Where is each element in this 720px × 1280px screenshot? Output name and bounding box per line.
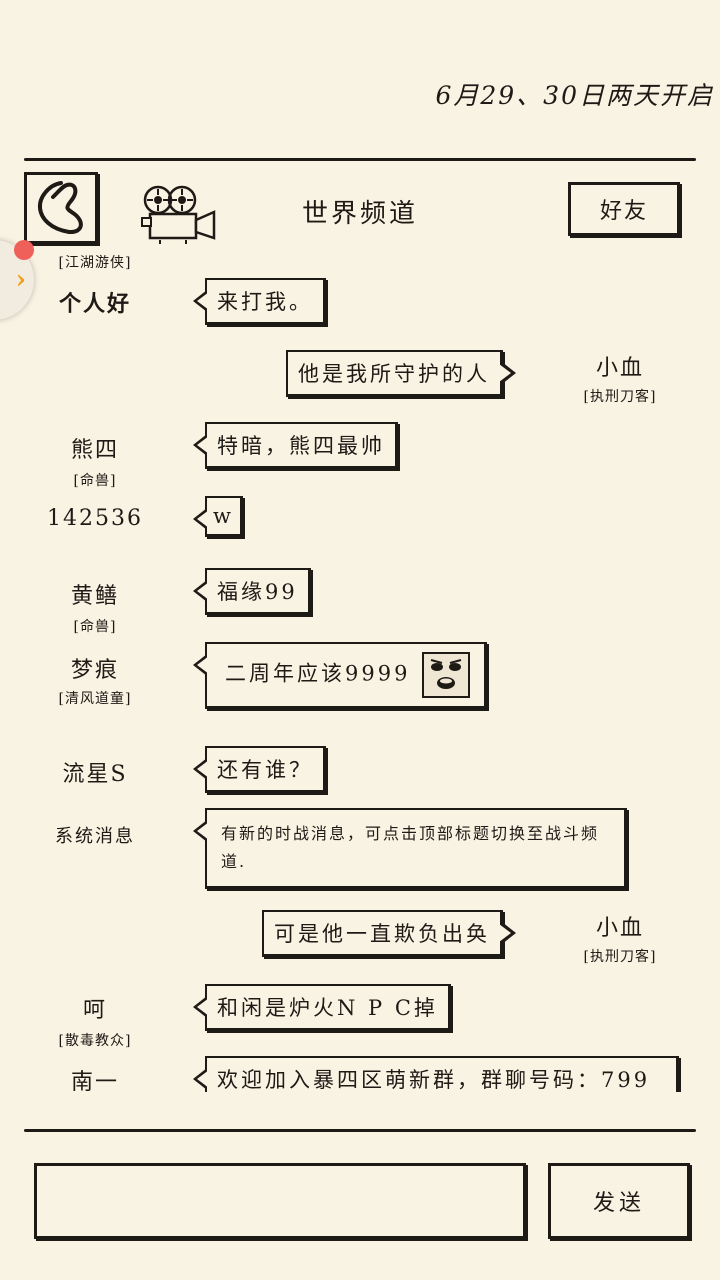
- sender-name[interactable]: 142536: [47, 506, 143, 531]
- sender-name[interactable]: 系统消息: [55, 826, 135, 847]
- chat-bubble: 福缘99: [193, 568, 311, 615]
- announcement-ticker: 6月29、30日两天开启: [435, 81, 714, 110]
- sender-title: [执刑刀客]: [583, 389, 657, 405]
- sender-name[interactable]: 黄鳝: [70, 584, 119, 609]
- sender-name[interactable]: 南一: [70, 1070, 119, 1092]
- sender-name[interactable]: 小血: [595, 916, 644, 941]
- sender-name[interactable]: 个人好: [58, 291, 131, 317]
- footer-divider: [24, 1129, 696, 1132]
- sender-name[interactable]: 小血: [595, 356, 644, 381]
- chat-bubble-with-emoji: 二周年应该9999: [192, 642, 488, 709]
- chat-bubble: 来打我。: [193, 278, 326, 325]
- laughing-face-icon: [422, 652, 471, 698]
- header-divider: [24, 158, 696, 161]
- back-button[interactable]: [24, 172, 98, 244]
- system-message-bubble: 有新的时战消息，可点击顶部标题切换至战斗频道.: [193, 808, 627, 889]
- chat-bubble-text: 二周年应该9999: [225, 661, 411, 686]
- sender-name[interactable]: 梦痕: [70, 658, 119, 683]
- sender-name[interactable]: 流星S: [62, 762, 128, 787]
- chat-input[interactable]: [34, 1163, 526, 1239]
- chat-message-list[interactable]: [江湖游侠] 个人好 来打我。 他是我所守护的人 小血 [执刑刀客] 熊四 [命…: [0, 250, 720, 1092]
- back-arrow-icon: [37, 181, 83, 235]
- sender-title: [命兽]: [73, 619, 117, 635]
- chat-bubble: 和闲是炉火N P C掉: [193, 984, 451, 1031]
- send-button[interactable]: 发送: [548, 1163, 690, 1239]
- chat-bubble: 欢迎加入暴四区萌新群，群聊号码：799: [193, 1056, 679, 1092]
- sender-name[interactable]: 熊四: [70, 438, 119, 463]
- chevron-right-icon: ›: [15, 265, 26, 295]
- notification-dot: [14, 240, 34, 260]
- sender-title: [执刑刀客]: [583, 949, 657, 965]
- film-camera-icon[interactable]: [140, 182, 220, 244]
- chat-bubble: w: [193, 496, 243, 537]
- sender-title: [散毒教众]: [58, 1033, 132, 1049]
- chat-bubble: 特暗，熊四最帅: [193, 422, 398, 469]
- friends-button[interactable]: 好友: [568, 182, 680, 236]
- chat-bubble: 他是我所守护的人: [286, 350, 516, 397]
- sender-name[interactable]: 呵: [82, 998, 107, 1023]
- channel-title[interactable]: 世界频道: [301, 199, 418, 229]
- chat-bubble: 可是他一直欺负出奂: [262, 910, 516, 957]
- sender-title: [命兽]: [73, 473, 117, 489]
- sender-title: [江湖游侠]: [58, 255, 132, 271]
- sender-title: [清风道童]: [58, 691, 132, 707]
- chat-bubble: 还有谁？: [193, 746, 326, 793]
